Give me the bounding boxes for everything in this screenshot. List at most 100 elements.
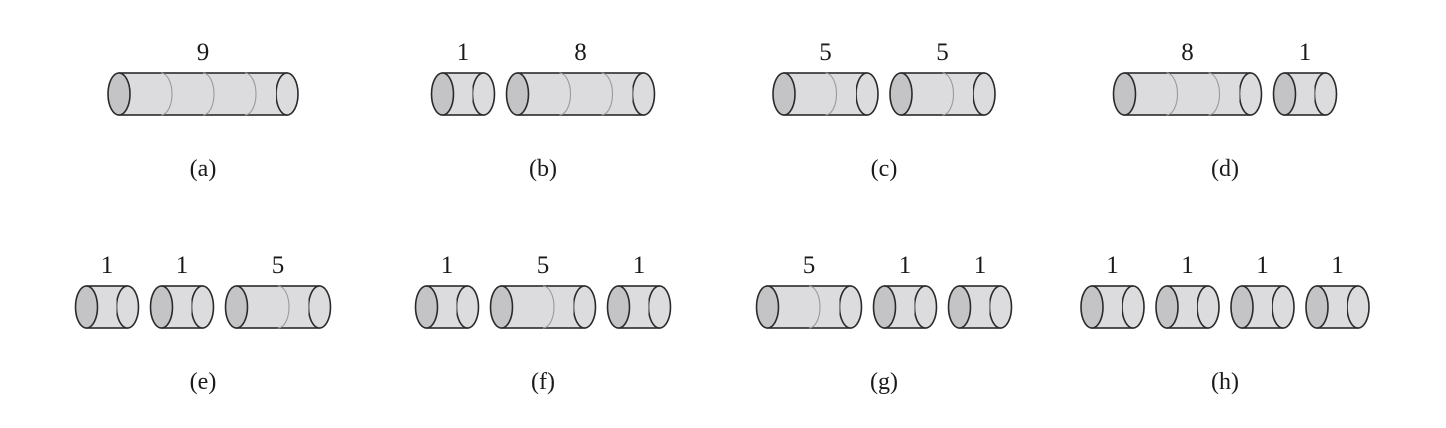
rod-left-end — [772, 72, 796, 116]
rod-left-end — [430, 72, 455, 116]
section-seam — [1208, 72, 1221, 116]
rod-piece: 1 — [1230, 252, 1295, 329]
section-seam — [542, 285, 555, 329]
piece-length-label: 5 — [936, 39, 949, 66]
rod-right-end — [1271, 285, 1295, 329]
rod-right-end — [913, 285, 938, 329]
panel-caption: (g) — [870, 369, 898, 395]
piece-length-label: 8 — [574, 39, 587, 66]
rod-right-end — [1313, 72, 1338, 116]
rod-fill — [768, 287, 840, 327]
rod-left-end — [505, 72, 530, 116]
rod-left-end — [74, 285, 99, 329]
piece-length-label: 1 — [633, 252, 646, 279]
rod-right-end — [455, 285, 480, 329]
rod-piece: 5 — [755, 252, 863, 329]
rod-right-end — [855, 72, 879, 116]
panel-caption: (a) — [190, 156, 217, 182]
rod-left-end — [1230, 285, 1254, 329]
rod-fill — [902, 74, 973, 114]
rod-piece: 5 — [489, 252, 597, 329]
rod-right-end — [275, 72, 299, 116]
panel-caption: (e) — [190, 369, 217, 395]
piece-length-label: 1 — [101, 252, 114, 279]
piece-length-label: 1 — [1181, 252, 1194, 279]
section-seam — [808, 285, 821, 329]
piece-length-label: 1 — [1331, 252, 1344, 279]
rod-piece: 8 — [505, 39, 656, 116]
rod-right-end — [1196, 285, 1220, 329]
section-seam — [160, 72, 173, 116]
rod-left-end — [414, 285, 439, 329]
rod-fill — [785, 74, 856, 114]
section-seam — [601, 72, 614, 116]
piece-length-label: 1 — [1106, 252, 1119, 279]
rod-fill — [237, 287, 309, 327]
rod-right-end — [838, 285, 863, 329]
rod-right-end — [115, 285, 140, 329]
section-seam — [942, 72, 955, 116]
rod-piece: 5 — [224, 252, 332, 329]
section-seam — [825, 72, 838, 116]
rod-left-end — [872, 285, 897, 329]
rod-left-end — [889, 72, 913, 116]
rod-piece: 1 — [1305, 252, 1370, 329]
rod-left-end — [606, 285, 631, 329]
piece-length-label: 1 — [457, 39, 470, 66]
piece-length-label: 5 — [803, 252, 816, 279]
rod-left-end — [755, 285, 780, 329]
rod-piece: 1 — [1272, 39, 1338, 116]
rod-piece: 1 — [149, 252, 215, 329]
rod-right-end — [307, 285, 332, 329]
piece-length-label: 9 — [197, 39, 210, 66]
rod-left-end — [107, 72, 131, 116]
panel-caption: (f) — [531, 369, 555, 395]
panel-b: 1 8 (b) — [430, 39, 656, 182]
panel-caption: (b) — [529, 156, 557, 182]
rod-piece: 1 — [414, 252, 480, 329]
piece-length-label: 1 — [974, 252, 987, 279]
rod-left-end — [149, 285, 174, 329]
rod-right-end — [988, 285, 1013, 329]
piece-length-label: 5 — [272, 252, 285, 279]
rod-piece: 5 — [772, 39, 879, 116]
panel-c: 5 5 (c) — [772, 39, 996, 182]
rod-right-end — [471, 72, 496, 116]
panel-e: 1 1 5 (e) — [74, 252, 332, 395]
rod-piece: 9 — [107, 39, 299, 116]
rod-fill — [120, 74, 276, 114]
panel-a: 9 (a) — [107, 39, 299, 182]
piece-length-label: 1 — [1299, 39, 1312, 66]
panel-caption: (d) — [1211, 156, 1239, 182]
rod-right-end — [190, 285, 215, 329]
panel-caption: (c) — [871, 156, 898, 182]
section-seam — [202, 72, 215, 116]
rod-piece: 1 — [606, 252, 672, 329]
rod-left-end — [1080, 285, 1104, 329]
rod-right-end — [1346, 285, 1370, 329]
rod-piece: 8 — [1112, 39, 1263, 116]
piece-length-label: 1 — [1256, 252, 1269, 279]
section-seam — [277, 285, 290, 329]
rod-piece: 1 — [947, 252, 1013, 329]
panel-d: 8 1 (d) — [1112, 39, 1338, 182]
piece-length-label: 1 — [176, 252, 189, 279]
rod-right-end — [1238, 72, 1263, 116]
rod-right-end — [972, 72, 996, 116]
rod-fill — [518, 74, 633, 114]
rod-left-end — [224, 285, 249, 329]
rod-left-end — [1272, 72, 1297, 116]
rod-right-end — [572, 285, 597, 329]
rod-right-end — [1121, 285, 1145, 329]
rod-left-end — [1112, 72, 1137, 116]
rod-right-end — [631, 72, 656, 116]
section-seam — [559, 72, 572, 116]
rod-piece: 1 — [430, 39, 496, 116]
piece-length-label: 8 — [1181, 39, 1194, 66]
rod-piece: 1 — [1155, 252, 1220, 329]
rod-piece: 5 — [889, 39, 996, 116]
rod-piece: 1 — [74, 252, 140, 329]
